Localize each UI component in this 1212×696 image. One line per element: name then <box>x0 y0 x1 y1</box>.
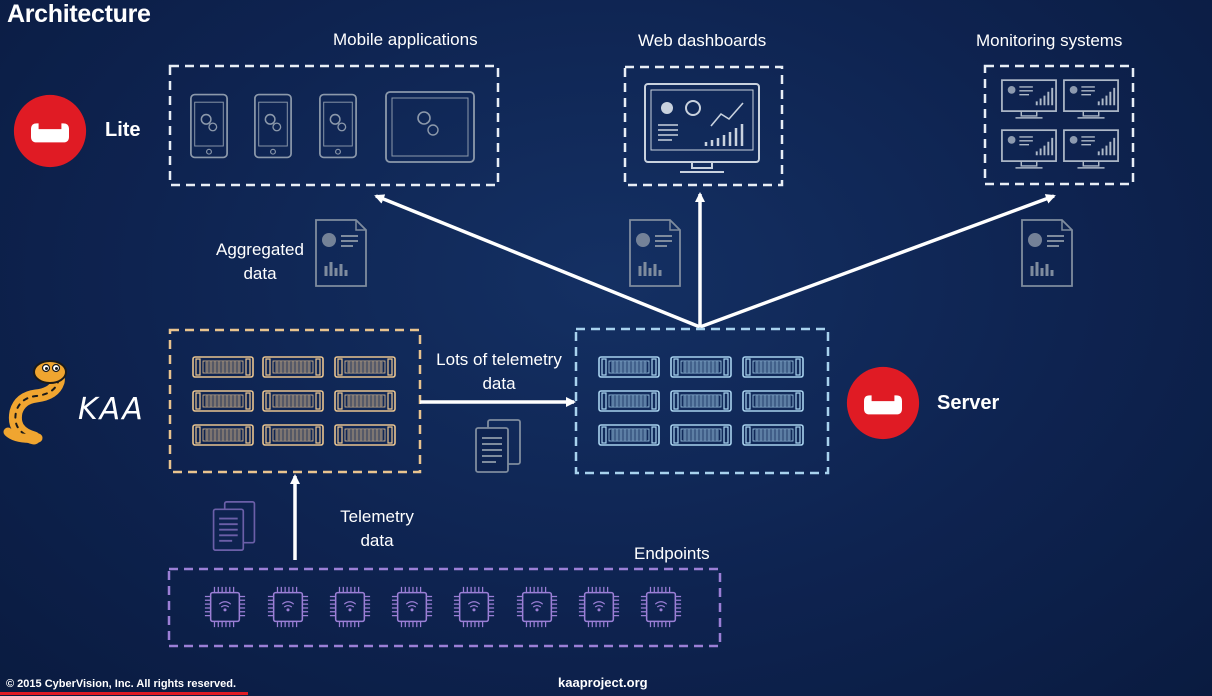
aggregated-data-arrows <box>374 192 1056 329</box>
server-label: Server <box>937 392 1000 414</box>
mobile-applications-box <box>168 64 500 187</box>
monitor-dashboard-icon <box>644 83 760 173</box>
server-rack-icon <box>670 356 732 378</box>
documents-icon <box>212 500 256 552</box>
server-rack-icon <box>742 356 804 378</box>
microchip-icon <box>640 586 682 628</box>
microchip-icon <box>578 586 620 628</box>
server-rack-icon <box>598 356 660 378</box>
monitor-dashboard-icon <box>1000 79 1058 119</box>
monitoring-systems-box <box>983 64 1135 186</box>
lots-of-telemetry-label: Lots of telemetry data <box>436 350 562 393</box>
web-dashboards-label: Web dashboards <box>638 31 767 50</box>
microchip-icon <box>391 586 433 628</box>
monitor-dashboard-icon <box>1000 129 1058 169</box>
couchbase-server-logo-icon <box>846 366 920 440</box>
server-rack-icon <box>334 390 396 412</box>
server-rack-icon <box>192 356 254 378</box>
footer-red-line <box>0 692 248 695</box>
web-dashboards-box <box>623 65 784 187</box>
couchbase-lite-logo-icon <box>13 94 87 168</box>
endpoints-label: Endpoints <box>634 544 710 563</box>
server-cluster-box <box>574 327 830 475</box>
server-rack-icon <box>192 424 254 446</box>
slide-title: Architecture <box>7 0 151 28</box>
kaa-cluster-box <box>168 328 422 474</box>
microchip-icon <box>204 586 246 628</box>
mobile-applications-label: Mobile applications <box>333 30 478 49</box>
kaa-snake-logo-icon <box>3 360 67 445</box>
server-rack-icon <box>262 424 324 446</box>
monitor-dashboard-icon <box>1062 79 1120 119</box>
lite-label: Lite <box>105 119 141 141</box>
server-rack-icon <box>742 424 804 446</box>
telemetry-data-label: Telemetry data <box>340 507 414 550</box>
server-rack-icon <box>192 390 254 412</box>
server-rack-icon <box>262 390 324 412</box>
report-document-icon <box>628 218 682 288</box>
aggregated-data-label: Aggregated data <box>216 240 304 283</box>
smartphone-icon <box>190 93 228 159</box>
server-rack-icon <box>262 356 324 378</box>
microchip-icon <box>516 586 558 628</box>
footer-copyright: © 2015 CyberVision, Inc. All rights rese… <box>6 678 237 690</box>
server-rack-icon <box>598 390 660 412</box>
microchip-icon <box>329 586 371 628</box>
endpoints-box <box>167 567 722 648</box>
documents-icon <box>475 419 521 473</box>
microchip-icon <box>267 586 309 628</box>
server-rack-icon <box>742 390 804 412</box>
smartphone-icon <box>319 93 357 159</box>
report-document-icon <box>314 218 368 288</box>
report-document-icon <box>1020 218 1074 288</box>
kaa-logo-text: KAA <box>78 392 145 427</box>
smartphone-icon <box>254 93 292 159</box>
server-rack-icon <box>670 390 732 412</box>
tablet-icon <box>385 91 475 163</box>
server-rack-icon <box>670 424 732 446</box>
monitoring-systems-label: Monitoring systems <box>976 31 1123 50</box>
server-rack-icon <box>334 424 396 446</box>
monitor-dashboard-icon <box>1062 129 1120 169</box>
microchip-icon <box>453 586 495 628</box>
server-rack-icon <box>334 356 396 378</box>
footer-site: kaaproject.org <box>558 675 648 690</box>
server-rack-icon <box>598 424 660 446</box>
